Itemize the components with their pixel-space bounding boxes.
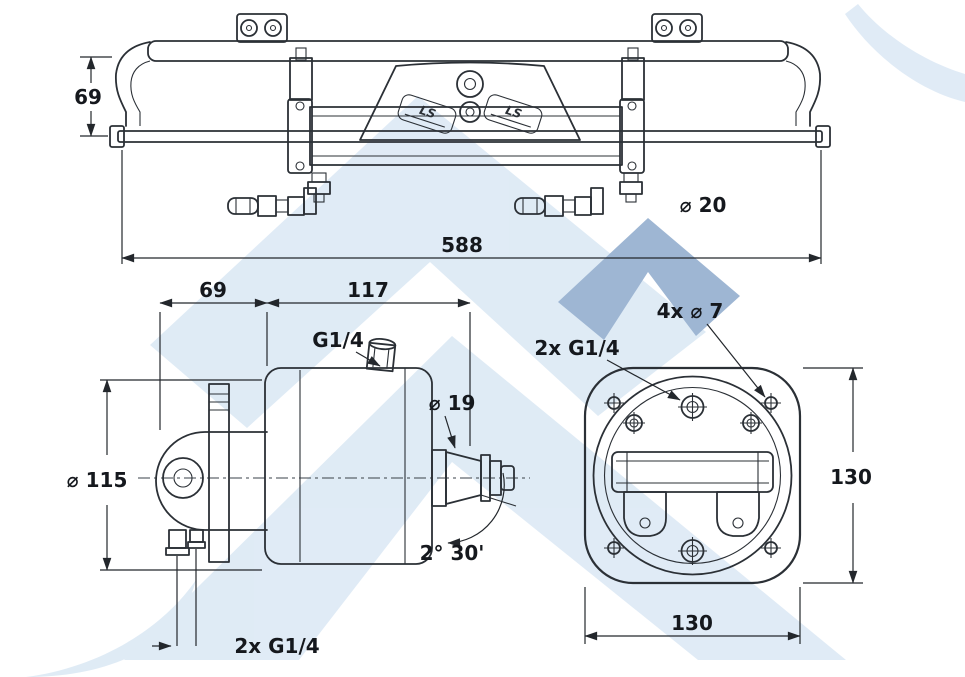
rod-end-right (815, 125, 831, 148)
tie-bar (147, 40, 789, 62)
hose-fitting-left (227, 187, 317, 217)
label-top-port-g14: G1/4 (312, 328, 364, 352)
label-bottom-ports-g14: 2x G1/4 (234, 634, 319, 658)
watermark-swoosh-top-right (845, 4, 965, 102)
dim-height-69: 69 (74, 85, 102, 109)
corner-holes (604, 393, 781, 558)
pivot-hole-lower (459, 101, 481, 123)
top-port-fitting (365, 338, 397, 373)
pump-rear-view (583, 366, 802, 585)
side-view-dimensions: 69 117 G1/4 ⌀ 19 ⌀ 115 2° 30' 2x G1/4 (67, 278, 505, 658)
dim-body-dia-115: ⌀ 115 (67, 468, 128, 492)
bolt-plate-left (236, 13, 288, 43)
arm-right-outer (785, 41, 822, 127)
dim-bracket-69: 69 (199, 278, 227, 302)
logo-badge-left: LS (397, 94, 457, 134)
dim-body-117: 117 (347, 278, 389, 302)
hose-fitting-right (514, 187, 604, 217)
bottom-port-fittings (165, 529, 206, 646)
label-ports-2x-g14: 2x G1/4 (534, 336, 619, 360)
bolt-plate-right (651, 13, 703, 43)
label-shaft-dia-19: ⌀ 19 (429, 391, 476, 415)
watermark-chevron-lower (124, 336, 846, 660)
port-holes (623, 393, 762, 565)
arm-left-inner (130, 60, 151, 126)
rear-view-dimensions: 4x ⌀ 7 2x G1/4 130 130 (534, 299, 872, 644)
pivot-hole-upper (456, 70, 484, 98)
rear-bracket (611, 451, 774, 537)
label-mount-holes-4x7: 4x ⌀ 7 (657, 299, 724, 323)
label-taper-angle: 2° 30' (420, 541, 485, 565)
logo-text-left: LS (418, 103, 438, 121)
dim-height-130: 130 (830, 465, 872, 489)
mount-bracket (155, 431, 268, 531)
cylinder-flange-left (287, 98, 313, 174)
center-mount-bracket (359, 61, 581, 141)
arm-right-inner (785, 60, 806, 126)
bracket-hole (162, 457, 204, 499)
label-rod-diameter-20: ⌀ 20 (680, 193, 727, 217)
bar-clamp-left (289, 57, 313, 101)
mount-flange (208, 383, 230, 563)
arm-left-outer (114, 41, 151, 127)
dim-width-130: 130 (671, 611, 713, 635)
bar-clamp-right (621, 57, 645, 101)
watermark-chevron-dark (558, 218, 740, 340)
body-circle-outer (592, 375, 793, 576)
rod-end-left (109, 125, 125, 148)
pump-side-view (138, 338, 530, 646)
front-view-dimensions: 69 588 ⌀ 20 (74, 56, 822, 264)
logo-badge-right: LS (483, 94, 543, 134)
bleed-fitting-right (619, 172, 643, 203)
mount-plate (583, 366, 802, 585)
brand-watermark (26, 4, 965, 677)
dim-length-588: 588 (441, 233, 483, 257)
cylinder-rod (117, 130, 823, 143)
steering-shaft (431, 449, 517, 507)
cylinder-tube (309, 106, 623, 166)
cylinder-assembly-front-view: LS LS (109, 13, 831, 217)
logo-text-right: LS (504, 103, 524, 121)
